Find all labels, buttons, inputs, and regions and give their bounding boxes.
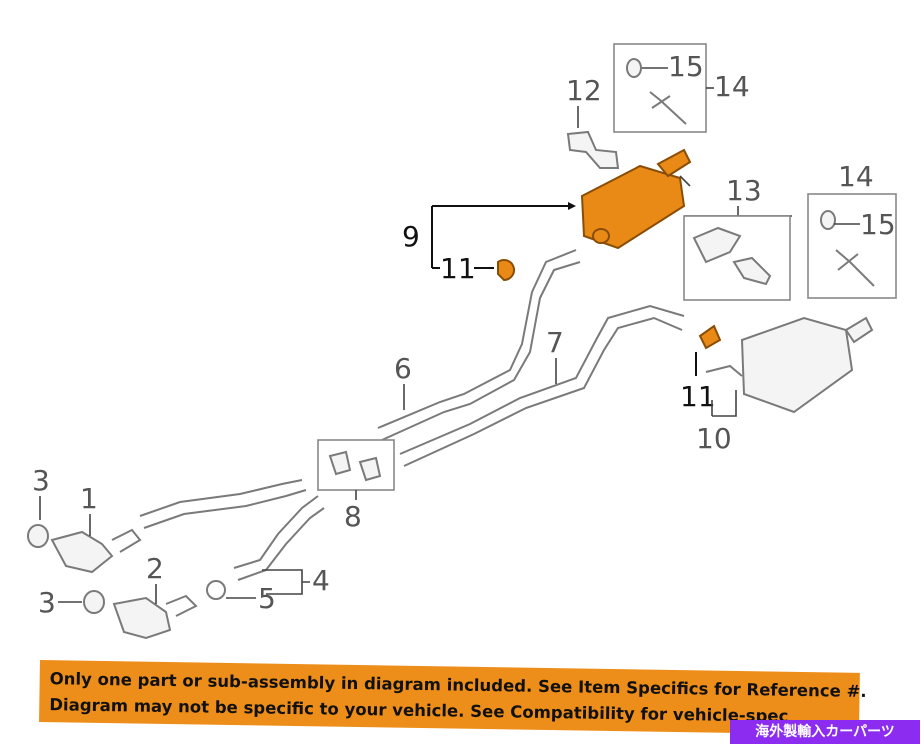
hanger-14-lower (835, 249, 875, 287)
gasket-3-lower (83, 590, 105, 614)
callout-8: 8 (344, 500, 362, 533)
pipe-7 (399, 304, 685, 455)
callout-14a: 14 (714, 70, 750, 103)
callout-7: 7 (546, 326, 564, 359)
pipe-6 (377, 249, 577, 429)
callout-11a: 11 (440, 252, 476, 285)
converter-2 (112, 596, 172, 640)
hanger-13-b (732, 256, 772, 286)
clamp-8-a (328, 450, 352, 476)
callout-12: 12 (566, 74, 602, 107)
front-pipe-upper (139, 479, 303, 517)
callout-15a: 15 (668, 50, 704, 83)
front-pipe-upper-edge (143, 489, 307, 529)
callout-4: 4 (312, 564, 330, 597)
clamp-11-upper (497, 259, 515, 282)
part-8-box (317, 439, 395, 491)
callout-10: 10 (696, 422, 732, 455)
pipe-7-edge (403, 316, 683, 467)
leader-9 (431, 205, 568, 269)
clamp-8-b (358, 456, 382, 482)
seller-badge: 海外製輸入カーパーツ (730, 720, 920, 744)
muffler-9 (580, 164, 686, 250)
callout-5: 5 (258, 582, 276, 615)
callout-15b: 15 (860, 208, 896, 241)
callout-2: 2 (146, 552, 164, 585)
converter-1-pipe (111, 528, 142, 553)
clamp-11-lower (698, 324, 722, 350)
gasket-3-upper (27, 524, 49, 548)
callout-6: 6 (394, 352, 412, 385)
hanger-bracket-12 (566, 130, 620, 169)
muffler-10-outlet (844, 316, 874, 344)
callout-1: 1 (80, 482, 98, 515)
front-pipe-lower (233, 495, 319, 569)
converter-1 (50, 530, 114, 574)
callout-11b: 11 (680, 380, 716, 413)
hanger-14-upper (649, 91, 687, 125)
muffler-10 (740, 316, 854, 414)
front-pipe-lower-edge (237, 507, 325, 581)
callout-3b: 3 (38, 586, 56, 619)
isolator-15-lower (820, 210, 836, 230)
pipe-6-edge (381, 261, 581, 441)
clamp-5 (206, 580, 226, 600)
part-14-upper-box (613, 43, 707, 133)
muffler-hanger-rod (679, 175, 691, 187)
part-13-box (683, 215, 791, 301)
hanger-13-a (692, 226, 742, 264)
part-14-lower-box (807, 193, 897, 299)
arrow-9 (568, 202, 576, 210)
isolator-15-upper (626, 58, 642, 78)
converter-2-pipe (165, 594, 198, 617)
muffler-outlet-9 (656, 148, 692, 178)
muffler-inlet-9 (592, 228, 610, 244)
leader-10 (711, 390, 737, 417)
callout-14b: 14 (838, 160, 874, 193)
leader-13 (684, 206, 792, 217)
callout-13: 13 (726, 174, 762, 207)
callout-3a: 3 (32, 464, 50, 497)
muffler-10-inlet (705, 364, 743, 377)
leader-4 (262, 569, 310, 595)
callout-9: 9 (402, 220, 420, 253)
